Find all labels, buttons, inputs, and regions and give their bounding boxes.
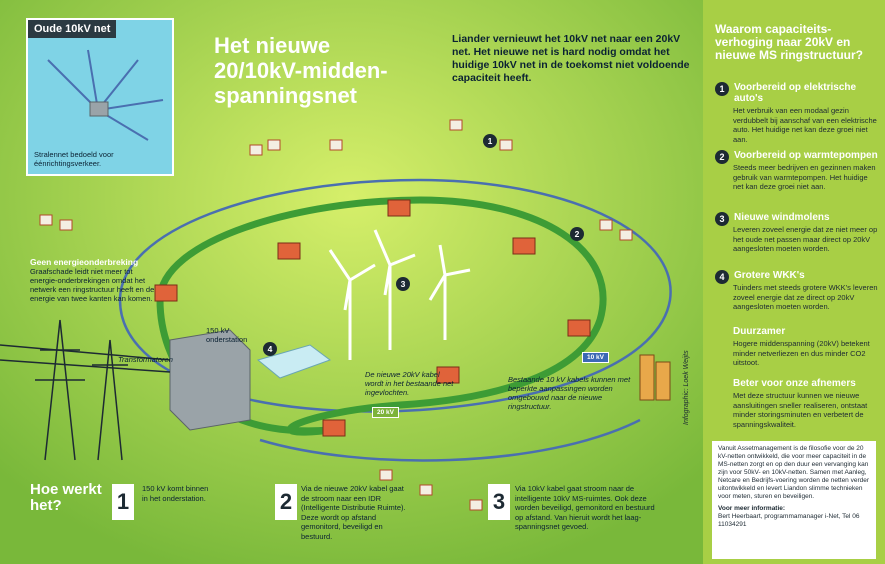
sidebar-item-2: 2 Voorbereid op warmtepompen Steeds meer…	[715, 150, 878, 192]
onderstation-label: 150 kV onderstation	[206, 326, 248, 344]
info-box-contact-body: Bert Heerbaart, programmamanager i-Net, …	[718, 513, 860, 528]
ring-10kv-outer	[118, 178, 672, 413]
sidebar-item-afnemers: Beter voor onze afnemers Met deze struct…	[715, 378, 878, 429]
marker-3: 3	[396, 277, 410, 291]
sidebar-item-3-num: 3	[715, 212, 729, 226]
intro-text: Liander vernieuwt het 10kV net naar een …	[452, 33, 690, 84]
tag-20kv: 20 kV	[372, 407, 399, 418]
transformatoren-label: Transformatoren	[118, 355, 173, 364]
info-box-contact-title: Voor meer informatie:	[718, 505, 786, 512]
inset-caption: Stralennet bedoeld voor éénrichtingsverk…	[34, 150, 114, 168]
credit: Infographic: Loek Weijts	[683, 350, 690, 425]
bestaande-kabels-label: Bestaande 10 kV kabels kunnen met beperk…	[508, 375, 631, 411]
inset-tag: Oude 10kV net	[28, 20, 117, 38]
wind-turbines	[328, 229, 471, 360]
sidebar-item-2-num: 2	[715, 150, 729, 164]
hoe-werkt-het: Hoe werkt het?	[30, 481, 102, 514]
sidebar-item-1-num: 1	[715, 82, 729, 96]
apartment-towers	[639, 354, 671, 401]
step-1-num: 1	[112, 484, 134, 520]
sidebar-item-4-body: Tuinders met steeds grotere WKK's levere…	[733, 283, 878, 311]
sidebar-item-3-heading: Nieuwe windmolens	[734, 212, 830, 223]
step-2-num: 2	[275, 484, 297, 520]
sidebar-item-4: 4 Grotere WKK's Tuinders met steeds grot…	[715, 270, 878, 312]
sidebar-item-5-heading: Duurzamer	[733, 326, 786, 337]
marker-4: 4	[263, 342, 277, 356]
greenhouse	[256, 344, 332, 379]
distribution-boxes	[154, 199, 591, 437]
sidebar-item-1-body: Het verbruik van een modaal gezin verdub…	[733, 106, 877, 144]
marker-2: 2	[570, 227, 584, 241]
sidebar-item-duurzamer: Duurzamer Hogere middenspanning (20kV) b…	[715, 326, 878, 368]
geen-title: Geen energieonderbreking	[30, 257, 139, 267]
nieuwe-kabel-label: De nieuwe 20kV kabel wordt in het bestaa…	[365, 370, 454, 397]
ring-20kv	[156, 196, 607, 436]
sidebar-title: Waarom capaciteits-verhoging naar 20kV e…	[715, 22, 864, 62]
sidebar-item-2-body: Steeds meer bedrijven en gezinnen maken …	[733, 163, 876, 191]
sidebar-item-1: 1 Voorbereid op elektrische auto's Het v…	[715, 82, 878, 144]
marker-1: 1	[483, 134, 497, 148]
substation	[169, 329, 251, 431]
step-3-num: 3	[488, 484, 510, 520]
ring-10kv-inner	[259, 418, 641, 462]
sidebar-item-4-heading: Grotere WKK's	[734, 270, 805, 281]
sidebar-item-2-heading: Voorbereid op warmtepompen	[734, 150, 878, 161]
tag-10kv: 10 kV	[582, 352, 609, 363]
sidebar-item-6-body: Met deze structuur kunnen we nieuwe aans…	[733, 391, 868, 429]
step-1-text: 150 kV komt binnen in het onderstation.	[142, 484, 209, 503]
geen-body: Graafschade leidt niet meer tot energie-…	[30, 267, 155, 303]
sidebar-item-1-heading: Voorbereid op elektrische auto's	[734, 82, 857, 104]
pylons	[0, 319, 171, 461]
sidebar-item-5-body: Hogere middenspanning (20kV) betekent mi…	[733, 339, 870, 367]
sidebar-item-6-heading: Beter voor onze afnemers	[733, 378, 856, 389]
step-3-text: Via 10kV kabel gaat stroom naar de intel…	[515, 484, 655, 531]
info-box-text: Vanuit Assetmanagement is de filosofie v…	[718, 445, 870, 500]
geen-onderbreking: Geen energieonderbreking Graafschade lei…	[30, 257, 160, 304]
old-network-inset: Oude 10kV net Stralennet bedoeld voor éé…	[26, 18, 174, 176]
sidebar-item-4-num: 4	[715, 270, 729, 284]
page-title: Het nieuwe 20/10kV-midden-spanningsnet	[214, 33, 388, 108]
houses	[39, 119, 633, 511]
info-box: Vanuit Assetmanagement is de filosofie v…	[712, 441, 876, 559]
inset-illustration	[47, 49, 164, 141]
sidebar-item-3-body: Leveren zoveel energie dat ze niet meer …	[733, 225, 878, 253]
step-2-text: Via de nieuwe 20kV kabel gaat de stroom …	[301, 484, 406, 541]
sidebar-item-3: 3 Nieuwe windmolens Leveren zoveel energ…	[715, 212, 878, 254]
